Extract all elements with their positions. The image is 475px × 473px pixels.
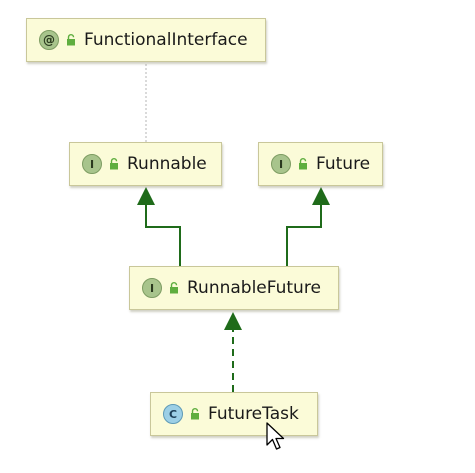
node-label: RunnableFuture <box>187 278 321 298</box>
lock-icon <box>299 158 307 170</box>
arrowhead-runnablefuture <box>224 312 242 330</box>
node-label: Future <box>316 154 371 174</box>
lock-icon <box>110 158 118 170</box>
edge-runnablefuture-to-future <box>286 203 322 266</box>
node-label: FutureTask <box>208 404 299 424</box>
node-label: Runnable <box>127 154 207 174</box>
edge-runnablefuture-to-runnable <box>145 203 181 266</box>
node-runnable[interactable]: I Runnable <box>69 142 222 186</box>
node-runnablefuture[interactable]: I RunnableFuture <box>129 266 339 310</box>
node-future[interactable]: I Future <box>258 142 383 186</box>
lock-icon <box>170 282 178 294</box>
mouse-cursor-icon <box>266 422 285 450</box>
interface-icon: I <box>271 154 291 174</box>
interface-icon: I <box>82 154 102 174</box>
node-futuretask[interactable]: C FutureTask <box>150 392 318 436</box>
arrowhead-runnable <box>137 187 155 205</box>
interface-icon: I <box>142 278 162 298</box>
class-icon: C <box>163 404 183 424</box>
node-label: FunctionalInterface <box>84 30 248 50</box>
annotation-icon: @ <box>39 30 59 50</box>
arrowhead-future <box>312 187 330 205</box>
lock-icon <box>67 34 75 46</box>
lock-icon <box>191 408 199 420</box>
node-functionalinterface[interactable]: @ FunctionalInterface <box>26 18 266 62</box>
